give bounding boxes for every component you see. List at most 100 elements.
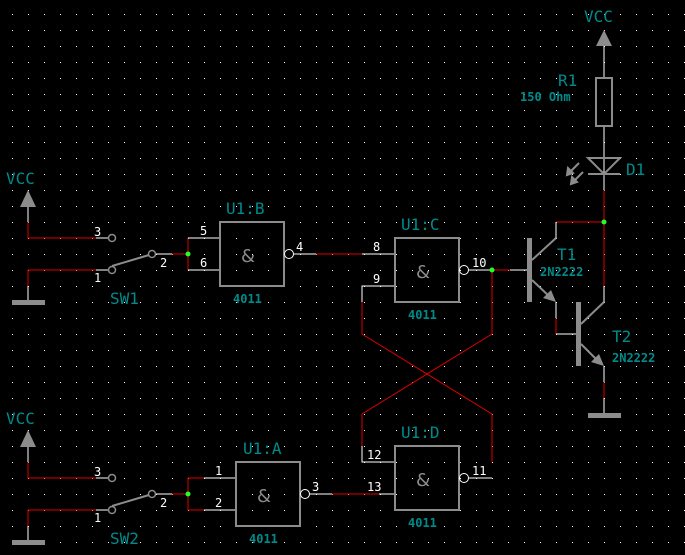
grid-dot	[156, 238, 157, 239]
grid-dot	[556, 14, 557, 15]
switch-sw2[interactable]: 3 1 2 SW2	[94, 465, 167, 548]
grid-dot	[204, 158, 205, 159]
grid-dot	[156, 526, 157, 527]
nand-gate-u1b[interactable]: & U1:B 4011 5 6 4	[200, 199, 303, 306]
grid-dot	[556, 398, 557, 399]
grid-dot	[540, 382, 541, 383]
nand-gate-u1c[interactable]: & U1:C 4011 8 9 10	[373, 215, 486, 322]
grid-dot	[460, 222, 461, 223]
grid-dot	[12, 254, 13, 255]
grid-dot	[12, 430, 13, 431]
grid-dot	[364, 222, 365, 223]
grid-dot	[620, 462, 621, 463]
grid-dot	[540, 222, 541, 223]
grid-dot	[60, 46, 61, 47]
grid-dot	[268, 510, 269, 511]
grid-dot	[652, 510, 653, 511]
grid-dot	[108, 286, 109, 287]
grid-dot	[604, 334, 605, 335]
grid-dot	[60, 382, 61, 383]
grid-dot	[380, 542, 381, 543]
grid-dot	[636, 462, 637, 463]
grid-dot	[556, 254, 557, 255]
ground-icon[interactable]	[12, 300, 45, 305]
grid-dot	[188, 110, 189, 111]
grid-dot	[524, 142, 525, 143]
grid-dot	[492, 542, 493, 543]
grid-dot	[412, 254, 413, 255]
grid-dot	[524, 14, 525, 15]
grid-dot	[204, 398, 205, 399]
grid-dot	[316, 222, 317, 223]
grid-dot	[316, 62, 317, 63]
grid-dot	[636, 206, 637, 207]
grid-dot	[620, 510, 621, 511]
grid-dot	[124, 478, 125, 479]
grid-dot	[428, 286, 429, 287]
grid-dot	[236, 366, 237, 367]
grid-dot	[556, 414, 557, 415]
transistor-t2[interactable]: T2 2N2222	[576, 301, 655, 366]
grid-dot	[380, 126, 381, 127]
grid-dot	[396, 190, 397, 191]
grid-dot	[396, 526, 397, 527]
grid-dot	[204, 350, 205, 351]
grid-dot	[668, 206, 669, 207]
grid-dot	[172, 14, 173, 15]
grid-dot	[76, 350, 77, 351]
grid-dot	[284, 206, 285, 207]
grid-dot	[572, 510, 573, 511]
grid-dot	[140, 270, 141, 271]
grid-dot	[396, 110, 397, 111]
grid-dot	[236, 30, 237, 31]
nand-gate-u1d[interactable]: & U1:D 4011 12 13 11	[367, 423, 486, 530]
grid-dot	[348, 46, 349, 47]
led-d1[interactable]: D1	[565, 157, 645, 186]
transistor-t1[interactable]: T1 2N2222	[527, 237, 583, 302]
ground-icon[interactable]	[12, 540, 45, 545]
grid-dot	[348, 462, 349, 463]
grid-dot	[620, 382, 621, 383]
grid-dot	[124, 222, 125, 223]
grid-dot	[588, 94, 589, 95]
grid-dot	[316, 30, 317, 31]
power-arrow-icon	[20, 430, 36, 447]
grid-dot	[636, 238, 637, 239]
grid-dot	[620, 366, 621, 367]
grid-dot	[572, 350, 573, 351]
ground-icon[interactable]	[588, 413, 621, 418]
grid-dot	[60, 350, 61, 351]
grid-dot	[540, 334, 541, 335]
grid-dot	[92, 78, 93, 79]
grid-dot	[412, 270, 413, 271]
grid-dot	[156, 430, 157, 431]
grid-dot	[364, 30, 365, 31]
grid-dot	[268, 78, 269, 79]
grid-dot	[108, 94, 109, 95]
gate-part: 4011	[408, 308, 437, 322]
grid-dot	[508, 542, 509, 543]
grid-dot	[636, 510, 637, 511]
grid-dot	[204, 206, 205, 207]
grid-dot	[668, 446, 669, 447]
grid-dot	[364, 542, 365, 543]
grid-dot	[556, 94, 557, 95]
vcc-symbol-1[interactable]: VCC	[6, 169, 36, 207]
grid-dot	[492, 142, 493, 143]
nand-gate-u1a[interactable]: & U1:A 4011 1 2 3	[215, 439, 319, 546]
grid-dot	[108, 526, 109, 527]
vcc-symbol-2[interactable]: VCC	[6, 409, 36, 447]
grid-dot	[60, 158, 61, 159]
grid-dot	[444, 318, 445, 319]
grid-dot	[76, 318, 77, 319]
grid-dot	[140, 206, 141, 207]
grid-dot	[76, 46, 77, 47]
grid-dot	[428, 222, 429, 223]
vcc-symbol-3[interactable]: VCC	[584, 7, 613, 46]
grid-dot	[236, 174, 237, 175]
resistor-r1[interactable]: R1 150 Ohm	[520, 71, 613, 127]
switch-sw1[interactable]: 3 1 2 SW1	[94, 225, 167, 308]
grid-dot	[92, 462, 93, 463]
grid-dot	[28, 94, 29, 95]
